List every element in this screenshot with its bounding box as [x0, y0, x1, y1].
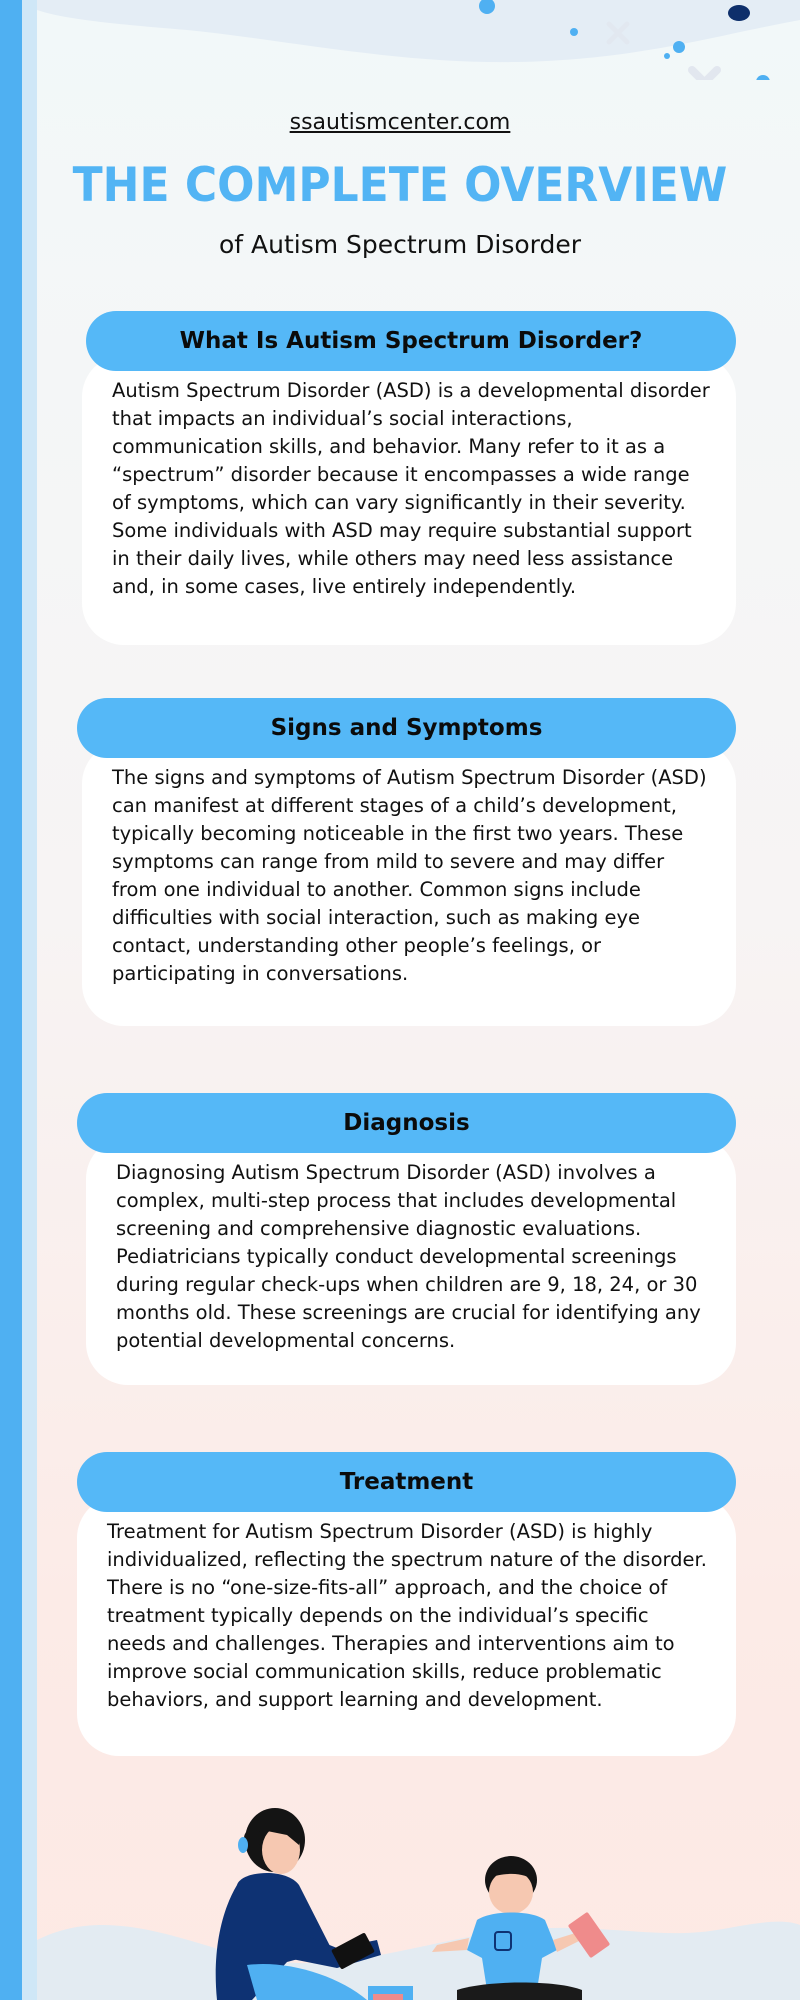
x-mark-icon [688, 66, 721, 80]
section-body: Autism Spectrum Disorder (ASD) is a deve… [82, 355, 736, 645]
section-heading: Signs and Symptoms [77, 698, 736, 758]
section-heading: Treatment [77, 1452, 736, 1512]
section-heading: Diagnosis [77, 1093, 736, 1153]
section-body: Treatment for Autism Spectrum Disorder (… [77, 1496, 736, 1756]
section-heading: What Is Autism Spectrum Disorder? [86, 311, 736, 371]
left-accent-bar-light [22, 0, 37, 2000]
page-title: THE COMPLETE OVERVIEW [72, 157, 728, 214]
site-url-link[interactable]: ssautismcenter.com [289, 110, 511, 135]
child-figure [432, 1856, 610, 2000]
section-body: Diagnosing Autism Spectrum Disorder (ASD… [86, 1137, 736, 1385]
mother-child-illustration [37, 1808, 800, 2000]
left-accent-bar [0, 0, 22, 2000]
section-body: The signs and symptoms of Autism Spectru… [82, 742, 736, 1026]
page-subtitle: of Autism Spectrum Disorder [218, 230, 582, 259]
top-wave-decoration [37, 0, 800, 80]
mother-figure [215, 1808, 381, 2000]
